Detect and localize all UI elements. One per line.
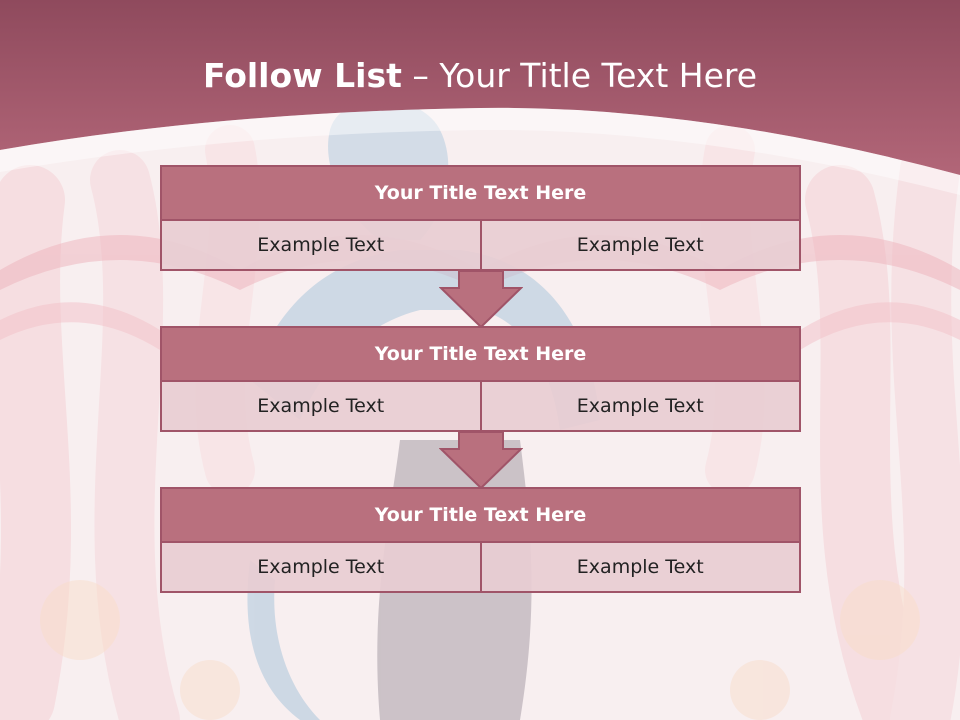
step-cell-left: Example Text xyxy=(160,382,482,432)
slide-title-bold: Follow List xyxy=(202,56,402,95)
step-cell-right: Example Text xyxy=(479,221,801,271)
slide-title-subtitle: – Your Title Text Here xyxy=(401,56,758,95)
down-arrow-icon xyxy=(439,270,523,328)
header-banner xyxy=(0,0,960,195)
slide-title: Follow List – Your Title Text Here xyxy=(0,56,960,96)
step-box-1: Your Title Text Here Example Text Exampl… xyxy=(160,165,801,271)
step-box-2: Your Title Text Here Example Text Exampl… xyxy=(160,326,801,432)
step-title: Your Title Text Here xyxy=(160,326,801,382)
step-title: Your Title Text Here xyxy=(160,165,801,221)
step-cell-right: Example Text xyxy=(479,382,801,432)
step-box-3: Your Title Text Here Example Text Exampl… xyxy=(160,487,801,593)
step-cell-right: Example Text xyxy=(479,543,801,593)
step-cell-left: Example Text xyxy=(160,543,482,593)
step-row: Example Text Example Text xyxy=(160,382,801,432)
step-row: Example Text Example Text xyxy=(160,543,801,593)
down-arrow-icon xyxy=(439,431,523,489)
step-title: Your Title Text Here xyxy=(160,487,801,543)
step-cell-left: Example Text xyxy=(160,221,482,271)
step-row: Example Text Example Text xyxy=(160,221,801,271)
